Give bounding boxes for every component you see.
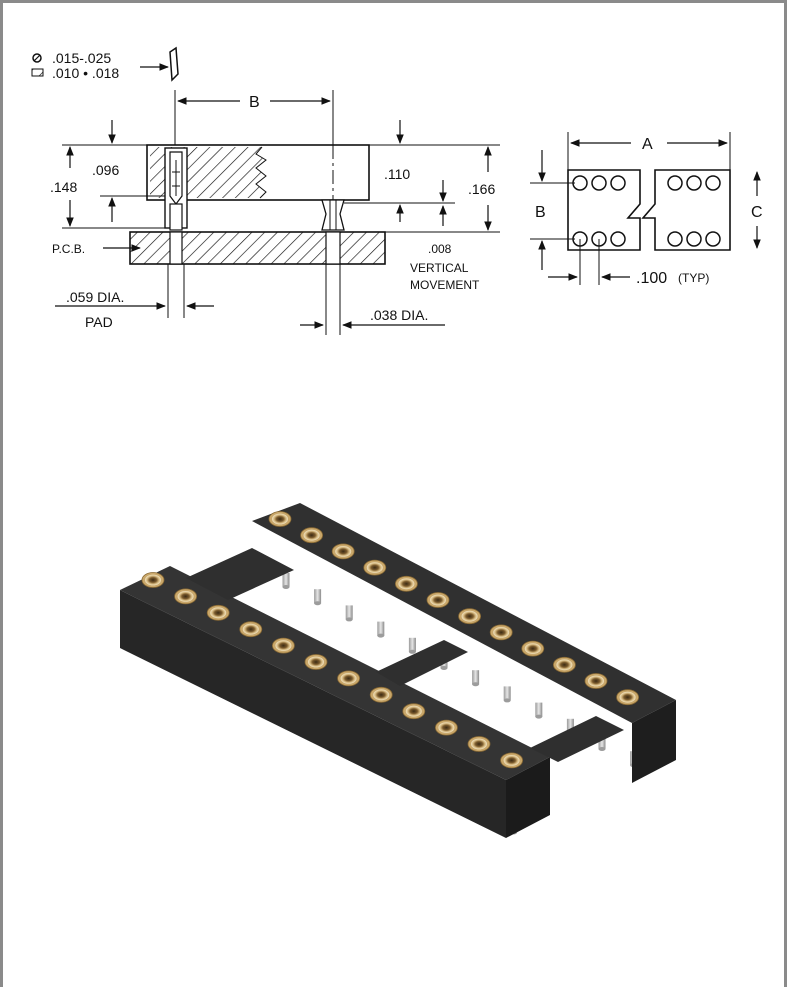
contact-hole (493, 627, 510, 638)
socket-pin-tip (377, 633, 385, 638)
contact-hole (471, 738, 487, 750)
pcb-label: P.C.B. (52, 242, 85, 256)
dim-110-label: .110 (384, 166, 410, 182)
contact-hole (373, 689, 390, 701)
socket-pin-leg (503, 686, 511, 701)
contact-hole (335, 546, 352, 557)
contact-hole (461, 610, 478, 622)
pin-hole (686, 175, 702, 191)
pin-hole (572, 175, 588, 191)
socket-pins-back (282, 573, 638, 768)
pin-hole (686, 231, 702, 247)
pin-size-legend: .015-.025 .010 • .018 (31, 46, 179, 82)
socket-pin-leg (408, 637, 416, 652)
contact-hole (619, 691, 636, 703)
socket-pin-leg (345, 605, 353, 620)
contact-hole (272, 513, 288, 525)
socket-3d-render (120, 503, 676, 838)
dim-096-label: .096 (92, 162, 119, 178)
contact-hole (398, 578, 415, 590)
cross-bar-middle (376, 640, 468, 686)
contact-hole (303, 529, 320, 541)
pitch-label: .100 (636, 270, 667, 287)
pin-hole (705, 231, 721, 247)
dim-c-label: C (751, 204, 763, 221)
socket-pin-tip (440, 666, 448, 670)
contact-hole (524, 643, 541, 654)
socket-pin-leg (566, 718, 574, 733)
cross-bar-left (186, 548, 294, 600)
contact-hole (588, 675, 604, 687)
contact-holes-front (141, 572, 524, 769)
contact-hole (556, 659, 573, 671)
contact-holes-back (268, 511, 639, 706)
socket-pin-leg (377, 621, 385, 636)
dim-008-label: .008 (428, 242, 452, 256)
pin-hole (667, 231, 683, 247)
socket-pin-tip (408, 649, 416, 654)
dim-b-label: B (249, 94, 260, 111)
contact-hole (503, 755, 520, 766)
pin-hole (705, 175, 721, 191)
contact-hole (145, 574, 161, 586)
side-section-view: B .148 .096 (50, 90, 500, 335)
socket-pin-tip (345, 617, 353, 622)
contact-hole (275, 640, 292, 651)
pitch-note-label: (TYP) (678, 271, 709, 285)
socket-pin-tip (598, 747, 606, 751)
contact-hole (438, 722, 455, 733)
contact-hole (340, 673, 357, 684)
front-rail-face (120, 590, 506, 838)
pin-hole-group (572, 175, 721, 247)
socket-pin-leg (314, 589, 322, 604)
dim-166-label: .166 (468, 181, 495, 197)
pad-label: PAD (85, 314, 113, 330)
pin-hole (610, 231, 626, 247)
standoff-pin (321, 199, 345, 231)
socket-pin-tip (535, 714, 543, 719)
socket-pin-leg (472, 670, 480, 685)
socket-outline-right (641, 169, 731, 251)
contact-hole (405, 705, 422, 717)
pin-tip-icon (169, 46, 179, 82)
socket-pin-tip (503, 698, 511, 703)
contact-hole (308, 656, 324, 668)
dim-b-top-label: B (535, 204, 546, 221)
pin-hole (591, 175, 607, 191)
dim-148-label: .148 (50, 179, 77, 195)
movement-label: MOVEMENT (410, 278, 480, 292)
contact-hole (242, 623, 259, 635)
flat-pin-range: .010 • .018 (52, 65, 119, 81)
dim-a-label: A (642, 136, 653, 153)
pcb-board (129, 231, 386, 265)
socket-pin-leg (535, 702, 543, 717)
round-pin-range: .015-.025 (52, 50, 111, 66)
contact-hole (177, 591, 194, 602)
contact-hole (210, 607, 227, 619)
socket-pin-tip (314, 601, 322, 606)
pin-hole (667, 175, 683, 191)
pin-hole (610, 175, 626, 191)
contact-hole (430, 594, 446, 606)
top-view: A B C .100 (TYP) (530, 132, 763, 287)
socket-pin-tip (472, 682, 480, 687)
socket-pin-tip (282, 585, 290, 589)
flat-pin-icon (31, 68, 44, 77)
pin-dia-label: .038 DIA. (370, 307, 428, 323)
socket-pin-leg (282, 573, 290, 587)
vertical-label: VERTICAL (410, 261, 469, 275)
pad-dia-label: .059 DIA. (66, 289, 124, 305)
cross-bar-right (530, 716, 624, 762)
socket-pin-leg (598, 735, 606, 749)
contact-hole (366, 562, 383, 573)
